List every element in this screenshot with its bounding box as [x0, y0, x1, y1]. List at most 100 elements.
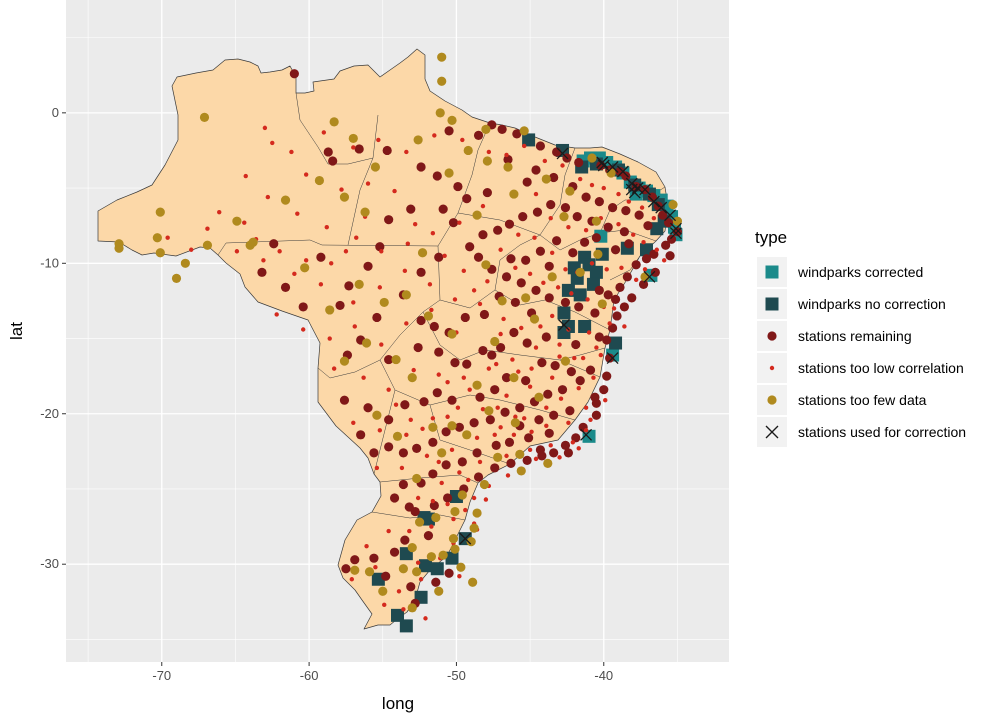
point-stations-too-low-correlation	[651, 215, 657, 221]
point-stations-remaining	[509, 327, 519, 338]
point-stations-remaining	[434, 347, 444, 357]
point-stations-too-low-correlation	[522, 143, 527, 149]
point-stations-remaining	[663, 218, 674, 228]
point-stations-too-low-correlation	[301, 327, 306, 332]
point-stations-used-for-correction	[655, 201, 668, 214]
point-stations-too-low-correlation	[445, 414, 450, 419]
point-stations-remaining	[591, 233, 602, 243]
point-stations-remaining	[369, 448, 379, 458]
point-stations-too-low-correlation	[498, 425, 503, 430]
legend-key-windparks-no-correction	[765, 297, 779, 311]
point-stations-too-low-correlation	[439, 480, 444, 486]
point-stations-too-few-data	[472, 380, 482, 390]
point-stations-remaining	[416, 162, 426, 172]
point-stations-too-low-correlation	[576, 385, 581, 391]
point-stations-remaining	[531, 165, 541, 175]
point-stations-used-for-correction	[606, 352, 619, 365]
point-stations-too-few-data	[437, 448, 447, 458]
point-stations-remaining	[574, 157, 584, 168]
point-stations-too-low-correlation	[511, 432, 517, 438]
y-tick-label: -10	[40, 255, 59, 270]
point-stations-too-low-correlation	[415, 560, 421, 565]
point-stations-remaining	[608, 203, 618, 213]
point-stations-too-few-data	[521, 293, 531, 303]
x-axis-title: long	[382, 694, 414, 713]
point-stations-remaining	[619, 227, 629, 237]
point-stations-remaining	[591, 410, 602, 420]
point-stations-used-for-correction	[606, 161, 619, 173]
point-stations-remaining	[328, 156, 338, 166]
point-stations-remaining	[641, 254, 652, 264]
point-stations-too-few-data	[325, 305, 335, 315]
point-stations-too-low-correlation	[382, 602, 387, 608]
point-stations-remaining	[479, 309, 490, 320]
point-stations-too-low-correlation	[626, 199, 632, 204]
point-stations-remaining	[356, 430, 366, 440]
point-stations-too-few-data	[575, 267, 585, 277]
point-stations-too-low-correlation	[432, 133, 437, 138]
point-stations-too-low-correlation	[449, 447, 455, 453]
point-stations-too-low-correlation	[544, 405, 549, 410]
point-stations-used-for-correction	[664, 209, 677, 222]
y-tick-label: -30	[40, 556, 59, 571]
point-stations-too-few-data	[407, 543, 417, 553]
point-stations-too-low-correlation	[262, 125, 268, 131]
point-stations-remaining	[610, 245, 621, 255]
point-stations-remaining	[412, 443, 422, 453]
point-stations-remaining	[581, 192, 591, 202]
point-stations-too-few-data	[587, 153, 597, 163]
point-stations-remaining	[478, 230, 488, 240]
point-stations-too-few-data	[516, 466, 526, 476]
point-stations-remaining	[280, 282, 291, 292]
point-stations-too-low-correlation	[527, 384, 533, 389]
point-stations-too-few-data	[468, 577, 478, 587]
point-stations-too-few-data	[437, 76, 447, 86]
point-stations-remaining	[631, 260, 641, 270]
point-stations-too-low-correlation	[339, 187, 344, 192]
point-stations-too-low-correlation	[589, 182, 595, 188]
point-windparks-no-correction	[557, 306, 571, 320]
point-stations-too-low-correlation	[494, 361, 499, 367]
point-stations-too-few-data	[361, 338, 372, 348]
point-stations-remaining	[541, 332, 551, 342]
point-stations-too-low-correlation	[513, 414, 518, 419]
legend-key-stations-too-few-data	[767, 395, 777, 405]
point-stations-too-few-data	[426, 552, 436, 562]
point-stations-used-for-correction	[643, 270, 656, 283]
point-stations-remaining	[565, 406, 575, 416]
point-stations-too-low-correlation	[569, 291, 574, 296]
point-stations-too-low-correlation	[270, 140, 275, 146]
point-stations-too-low-correlation	[436, 459, 441, 465]
point-stations-too-low-correlation	[550, 375, 555, 380]
point-stations-too-low-correlation	[376, 137, 381, 143]
point-stations-too-few-data	[155, 248, 165, 258]
point-stations-too-few-data	[379, 297, 389, 308]
point-stations-too-low-correlation	[583, 227, 589, 233]
point-stations-too-low-correlation	[639, 205, 645, 210]
point-stations-too-low-correlation	[405, 241, 411, 246]
point-stations-too-few-data	[339, 192, 350, 202]
point-stations-used-for-correction	[625, 177, 638, 190]
point-stations-too-few-data	[519, 126, 529, 136]
point-stations-too-low-correlation	[392, 188, 397, 194]
point-stations-too-low-correlation	[591, 375, 596, 380]
point-stations-too-low-correlation	[295, 211, 300, 216]
point-stations-remaining	[400, 400, 410, 410]
point-stations-too-low-correlation	[412, 221, 418, 227]
legend-key-stations-used-for-correction-stroke	[765, 425, 779, 439]
point-stations-remaining	[428, 437, 438, 447]
point-stations-too-few-data	[469, 523, 479, 533]
point-stations-remaining	[590, 308, 600, 318]
point-stations-too-few-data	[350, 565, 360, 575]
point-stations-too-few-data	[431, 512, 441, 523]
point-stations-remaining	[428, 469, 438, 479]
point-stations-remaining	[549, 172, 559, 183]
point-windparks-no-correction	[609, 336, 623, 350]
point-stations-too-few-data	[438, 550, 448, 560]
point-stations-remaining	[496, 342, 506, 353]
point-stations-too-low-correlation	[557, 354, 562, 359]
point-stations-too-few-data	[481, 260, 491, 270]
point-stations-too-low-correlation	[529, 366, 534, 371]
point-stations-too-low-correlation	[583, 428, 589, 433]
